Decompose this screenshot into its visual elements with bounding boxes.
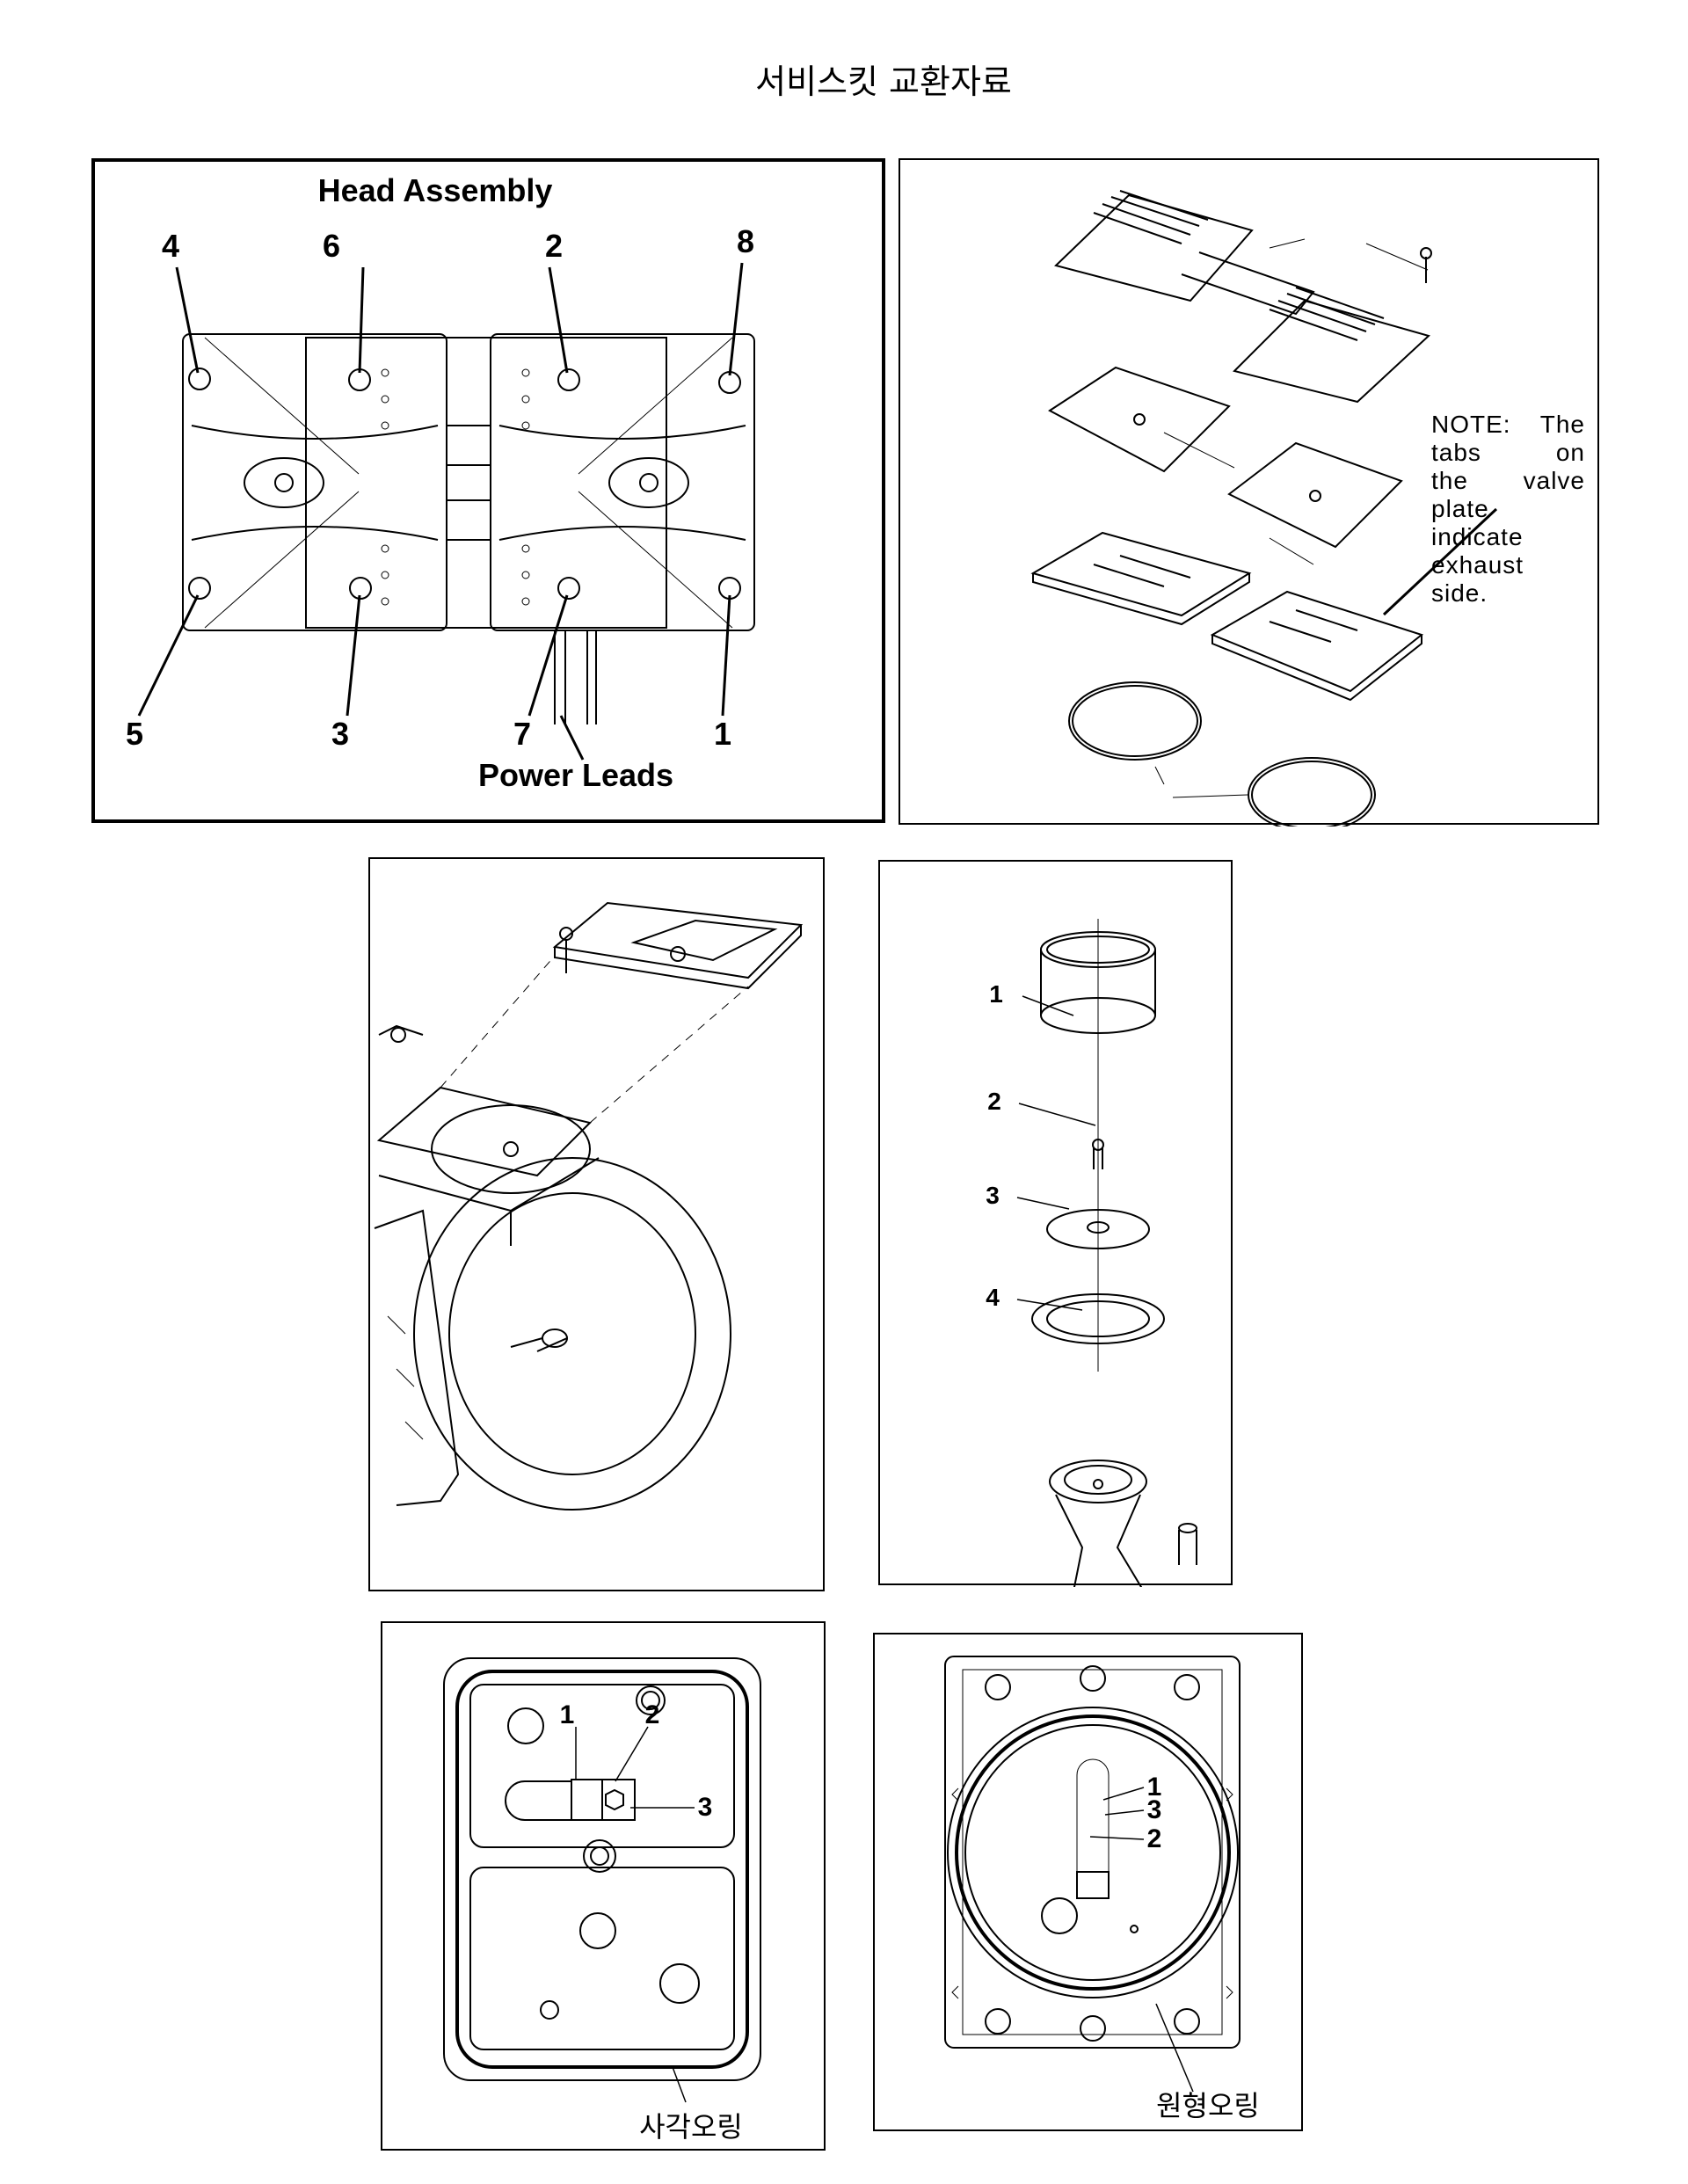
bolt-number: 2	[544, 228, 564, 264]
head-assembly-title: Head Assembly	[317, 172, 553, 208]
bolt-number: 6	[322, 228, 341, 264]
head-assembly-panel: Head Assembly 4 6 2 8 5 3 7 1 Power Lead…	[91, 158, 885, 823]
pump-body-panel	[368, 857, 825, 1591]
head-assembly-drawing	[95, 162, 889, 826]
callout-number: 1	[989, 980, 1003, 1008]
callout-number: 4	[986, 1284, 1000, 1311]
note-line: NOTE: The	[1431, 411, 1585, 438]
note-line: indicate	[1431, 523, 1524, 550]
callout-number: 3	[697, 1793, 713, 1822]
callout-number: 1	[559, 1700, 575, 1729]
valve-plate-square-oring-panel: 1 2 3 사각오링	[381, 1621, 826, 2151]
square-oring-label: 사각오링	[639, 2110, 743, 2144]
callout-number: 2	[1146, 1824, 1162, 1853]
pump-body-drawing	[370, 859, 826, 1593]
bolt-number: 1	[713, 716, 732, 752]
note-line: tabs on	[1431, 439, 1585, 466]
callout-number: 2	[987, 1088, 1001, 1115]
bolt-number: 5	[125, 716, 144, 752]
note-line: side.	[1431, 579, 1488, 607]
bolt-number: 3	[331, 716, 350, 752]
bolt-number: 4	[161, 228, 180, 264]
page-title: 서비스킷 교환자료	[755, 62, 1012, 101]
exploded-head-panel: NOTE: The tabs on the valve plate indica…	[899, 158, 1599, 825]
exploded-head-drawing	[900, 160, 1601, 826]
callout-number: 3	[986, 1182, 1000, 1209]
round-oring-label: 원형오링	[1156, 2089, 1260, 2122]
callout-number: 1	[1146, 1773, 1162, 1802]
cylinder-flange-drawing	[875, 1634, 1305, 2133]
callout-number: 3	[1146, 1795, 1162, 1824]
note-line: exhaust	[1431, 551, 1524, 579]
note-line: the valve	[1431, 467, 1585, 494]
piston-assembly-panel: 1 2 3 4	[878, 860, 1233, 1585]
piston-assembly-drawing	[880, 862, 1234, 1587]
exhaust-side-note: NOTE: The tabs on the valve plate indica…	[1431, 411, 1585, 608]
bolt-number: 7	[513, 716, 532, 752]
note-line: plate	[1431, 495, 1489, 522]
valve-plate-drawing	[382, 1623, 827, 2152]
valve-plate-round-oring-panel: 1 3 2 원형오링	[873, 1633, 1303, 2131]
power-leads-label: Power Leads	[477, 757, 674, 793]
callout-number: 2	[644, 1700, 660, 1729]
bolt-number: 8	[736, 223, 755, 259]
